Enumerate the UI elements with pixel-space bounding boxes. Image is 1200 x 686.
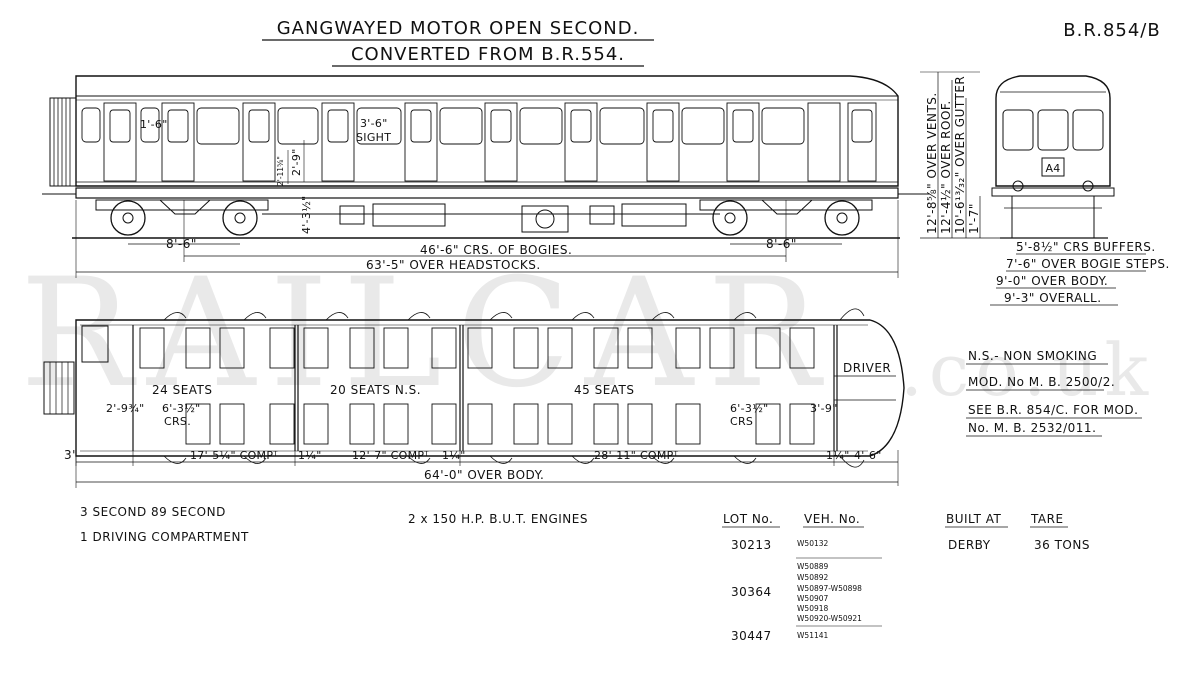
note-mod-ref: No. M. B. 2532/011. [968,421,1096,435]
notes: N.S.- NON SMOKING MOD. No M. B. 2500/2. … [966,349,1142,437]
end-gap-dimension: 3" [64,448,78,462]
seat-bays-upper [139,327,815,369]
bogie-centres: 46'-6" CRS. OF BOGIES. [420,243,572,257]
solebar [75,187,899,199]
seats-compartment-3: 45 SEATS [574,383,635,397]
tare-header: TARE [1030,512,1064,526]
built-at: DERBY [948,538,991,552]
title-line-2: CONVERTED FROM B.R.554. [351,44,625,65]
bogie-wheelbase-right: 8'-6" [766,237,797,251]
bodyside-doors [103,102,877,182]
height-over-gutter: 10'-6¹³⁄₃₂" OVER GUTTER [953,76,967,234]
over-bogie-steps: 7'-6" OVER BOGIE STEPS. [1006,257,1170,271]
compartment-2-length: 12'-7" COMPᵀ [352,449,429,462]
built-header: BUILT AT [946,512,1002,526]
watermark-suffix: .co.uk [900,328,1154,412]
note-see-ref: SEE B.R. 854/C. FOR MOD. [968,403,1139,417]
end-over-body: 9'-0" OVER BODY. [996,274,1108,288]
vehicle-number: W50918 [797,604,829,613]
seat-centres-1-label: CRS. [164,415,191,428]
height-over-vents: 12'-8⅝" OVER VENTS. [925,92,939,234]
diagram-reference: B.R.854/B [1063,20,1160,41]
lot-number: 30447 [731,629,772,643]
buffer-centres: 5'-8½" CRS BUFFERS. [1016,240,1156,254]
floor-height: 4'-3½" [300,195,313,234]
floor-height-rail: 1'-7" [967,203,981,234]
vehicle-header: VEH. No. [804,512,860,526]
gangway-bellows [49,97,77,187]
driving-compartment: 1 DRIVING COMPARTMENT [80,530,249,544]
seat-centres-1: 6'-3½" [162,402,201,415]
underframe-equipment [262,203,720,233]
headcode: A4 [1045,162,1060,175]
note-non-smoking: N.S.- NON SMOKING [968,349,1097,363]
title-line-1: GANGWAYED MOTOR OPEN SECOND. [277,18,640,39]
lot-table: LOT No. VEH. No. BUILT AT TARE DERBY 36 … [722,512,1090,643]
cab-length: 4'-6" [854,449,882,462]
lot-number: 30213 [731,538,772,552]
diagram-title: GANGWAYED MOTOR OPEN SECOND. CONVERTED F… [262,18,654,67]
vehicle-number: W50892 [797,573,829,582]
end-elevation: A4 [991,75,1115,239]
over-headstocks: 63'-5" OVER HEADSTOCKS. [366,258,541,272]
door-height-2: 2'-9" [290,148,303,176]
engines: 2 x 150 H.P. B.U.T. ENGINES [408,512,588,526]
sight-label: SIGHT [356,131,391,144]
partition-1: 1¼" [298,449,322,462]
watermark-main: RAILCAR [20,247,834,421]
side-dimensions: 8'-6" 8'-6" 46'-6" CRS. OF BOGIES. 63'-5… [75,200,899,278]
vehicle-number: W50889 [797,562,829,571]
tare-weight: 36 TONS [1034,538,1090,552]
window-dimension: 1'-6" [140,118,168,131]
lot-number: 30364 [731,585,772,599]
seat-centres-2: 6'-3½" [730,402,769,415]
door-height-1: 2'-11⅝" [276,156,285,186]
sight-dimension: 3'-6" [360,117,388,130]
seats-compartment-2: 20 SEATS N.S. [330,383,421,397]
partition-2: 1¼" [442,449,466,462]
vehicle-number: W50920-W50921 [797,614,862,623]
bogie-left [95,199,269,236]
height-dimensions: 12'-8⅝" OVER VENTS. 12'-4½" OVER ROOF. 1… [920,71,1000,239]
compartment-3-length: 28'-11" COMPᵀ [594,449,679,462]
plan-body-outline [75,319,905,457]
lot-header: LOT No. [723,512,773,526]
vestibule-dimension: 2'-9¾" [106,402,145,415]
plan-view: 24 SEATS 20 SEATS N.S. 45 SEATS DRIVER 2… [43,308,905,488]
body-outline [75,75,899,187]
seats-compartment-1: 24 SEATS [152,383,213,397]
bogie-wheelbase-left: 8'-6" [166,237,197,251]
door-swings [163,308,865,468]
vehicle-number: W50907 [797,594,829,603]
vehicle-number: W51141 [797,631,829,640]
plan-gangway [43,361,75,415]
end-dimensions: 5'-8½" CRS BUFFERS. 7'-6" OVER BOGIE STE… [990,240,1170,306]
overall-width: 9'-3" OVERALL. [1004,291,1102,305]
bogie-right [699,199,873,236]
vehicle-number: W50897-W50898 [797,584,862,593]
compartment-1-length: 17'-5¼" COMPᵀ [190,449,278,462]
headcode-box [1041,157,1065,177]
height-over-roof: 12'-4½" OVER ROOF. [939,100,953,234]
partition-3: 1¼" [826,449,850,462]
vehicle-number: W50132 [797,539,829,548]
plan-over-body: 64'-0" OVER BODY. [424,468,544,482]
note-mod-number: MOD. No M. B. 2500/2. [968,375,1115,389]
side-elevation: 1'-6" 3'-6" SIGHT 2'-11⅝" 2'-9" 4'-3½" [42,75,930,278]
seating-summary: 3 SECOND 89 SECOND [80,505,226,519]
cab-dimension: 3'-9" [810,402,838,415]
driver-label: DRIVER [843,361,891,375]
seat-centres-2-label: CRS [730,415,753,428]
seat-bays-lower [185,403,815,445]
bodyside-windows [81,107,873,145]
